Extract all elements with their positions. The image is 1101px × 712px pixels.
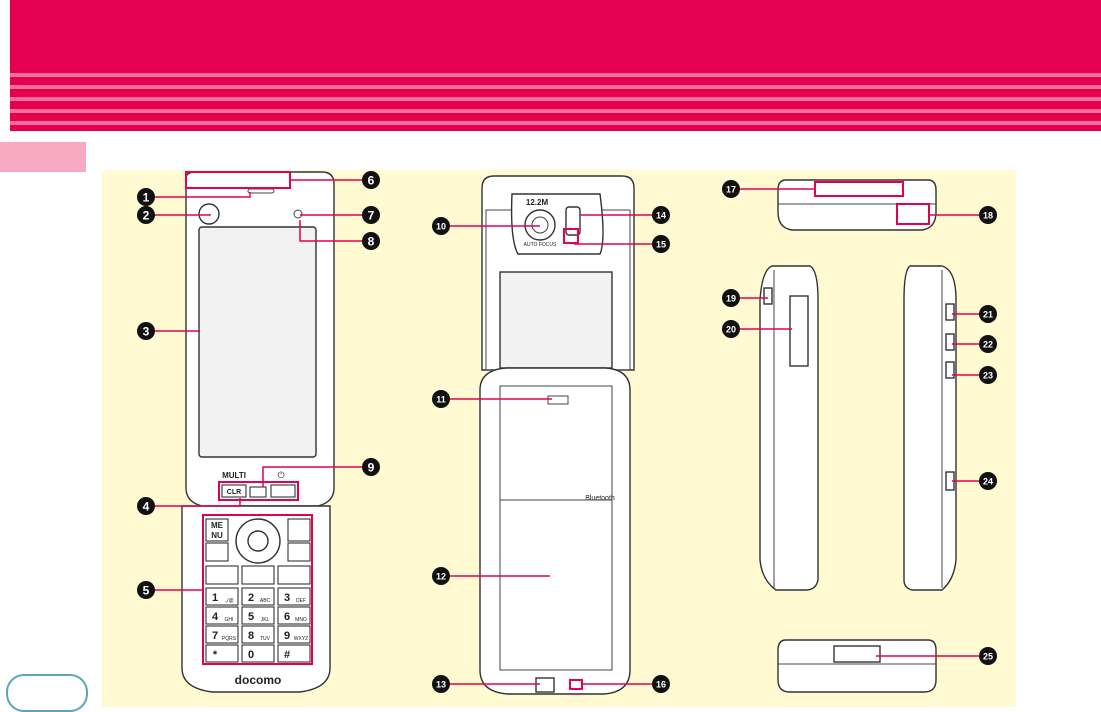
external-connector [834,646,880,662]
brand-logo: docomo [235,673,282,687]
camera-sub-label: AUTO FOCUS [524,242,557,248]
callout-number: 16 [656,680,666,690]
front-camera [199,204,219,224]
memory-card-slot [790,296,808,366]
callout-number: 14 [656,211,666,221]
callout-number: 18 [983,211,993,221]
callout-number: 12 [436,572,446,582]
callout-number: 20 [726,325,736,335]
number-key-label: 0 [248,649,254,661]
number-key-letters: GHI [225,617,234,623]
camera-key[interactable] [288,519,310,541]
callout-number: 4 [143,500,150,514]
volume-up-button[interactable] [946,304,954,320]
enter-key[interactable] [248,531,268,551]
callout-number: 10 [436,222,446,232]
bluetooth-label: Bluetooth [585,495,615,502]
number-key-label: 8 [248,630,254,642]
number-key-label: 3 [284,592,290,604]
callout-number: 15 [656,240,666,250]
number-key-label: 2 [248,592,254,604]
callout-number: 2 [143,209,150,223]
callout-number: 3 [143,325,150,339]
callout-number: 11 [436,395,446,405]
callout-number: 23 [983,371,993,381]
number-key-label: * [213,649,218,661]
number-key-letters: WXYZ [294,636,308,642]
number-key[interactable] [206,645,238,662]
multi-label: MULTI [222,471,246,480]
callout-number: 5 [143,584,150,598]
mail-key[interactable] [288,543,310,561]
callout-number: 25 [983,652,993,662]
number-key-letters: JKL [261,617,270,623]
callout-number: 9 [368,461,375,475]
number-key-letters: TUV [260,636,271,642]
side-button[interactable] [764,288,772,304]
right-side-view [904,266,956,590]
call-key[interactable] [206,566,238,584]
bottom-view [778,640,936,692]
end-key[interactable] [278,566,310,584]
number-key-letters: PQRS [222,636,237,642]
volume-down-button[interactable] [946,334,954,350]
svg-text:NU: NU [211,531,223,540]
multi-button[interactable] [250,487,266,497]
callout-number: 17 [726,185,736,195]
number-key-label: 6 [284,611,290,623]
clr-key[interactable] [242,566,274,584]
number-key-letters: ABC [260,598,271,604]
power-end-button[interactable] [271,485,295,497]
callout-number: 24 [983,477,993,487]
camera-label: 12.2M [526,198,549,207]
number-key[interactable] [278,645,310,662]
number-key[interactable] [242,645,274,662]
callout-number: 22 [983,340,993,350]
clr-label: CLR [227,489,241,496]
svg-text:ME: ME [211,521,224,530]
number-key-letters: .,/@ [224,598,233,604]
callout-number: 13 [436,680,446,690]
number-key-label: 7 [212,630,218,642]
callout-number: 7 [368,209,375,223]
number-key-label: 4 [212,611,219,623]
callout-number: 21 [983,310,993,320]
number-key-letters: MNO [295,617,307,623]
number-key-label: 1 [212,592,218,604]
callout-number: 19 [726,294,736,304]
number-key-label: # [284,649,290,661]
back-view: 12.2M AUTO FOCUS Bluetooth [480,176,634,694]
callout-number: 1 [143,191,150,205]
number-key-label: 5 [248,611,254,623]
callout-number: 6 [368,174,375,188]
top-view [778,180,936,230]
left-side-view [760,266,818,590]
mic [536,678,554,692]
number-key-letters: DEF [296,598,306,604]
svg-text:⏻: ⏻ [277,470,284,480]
callout-number: 8 [368,235,375,249]
number-key-label: 9 [284,630,290,642]
imode-key[interactable] [206,543,228,561]
back-camera [525,210,555,240]
display [199,227,316,457]
